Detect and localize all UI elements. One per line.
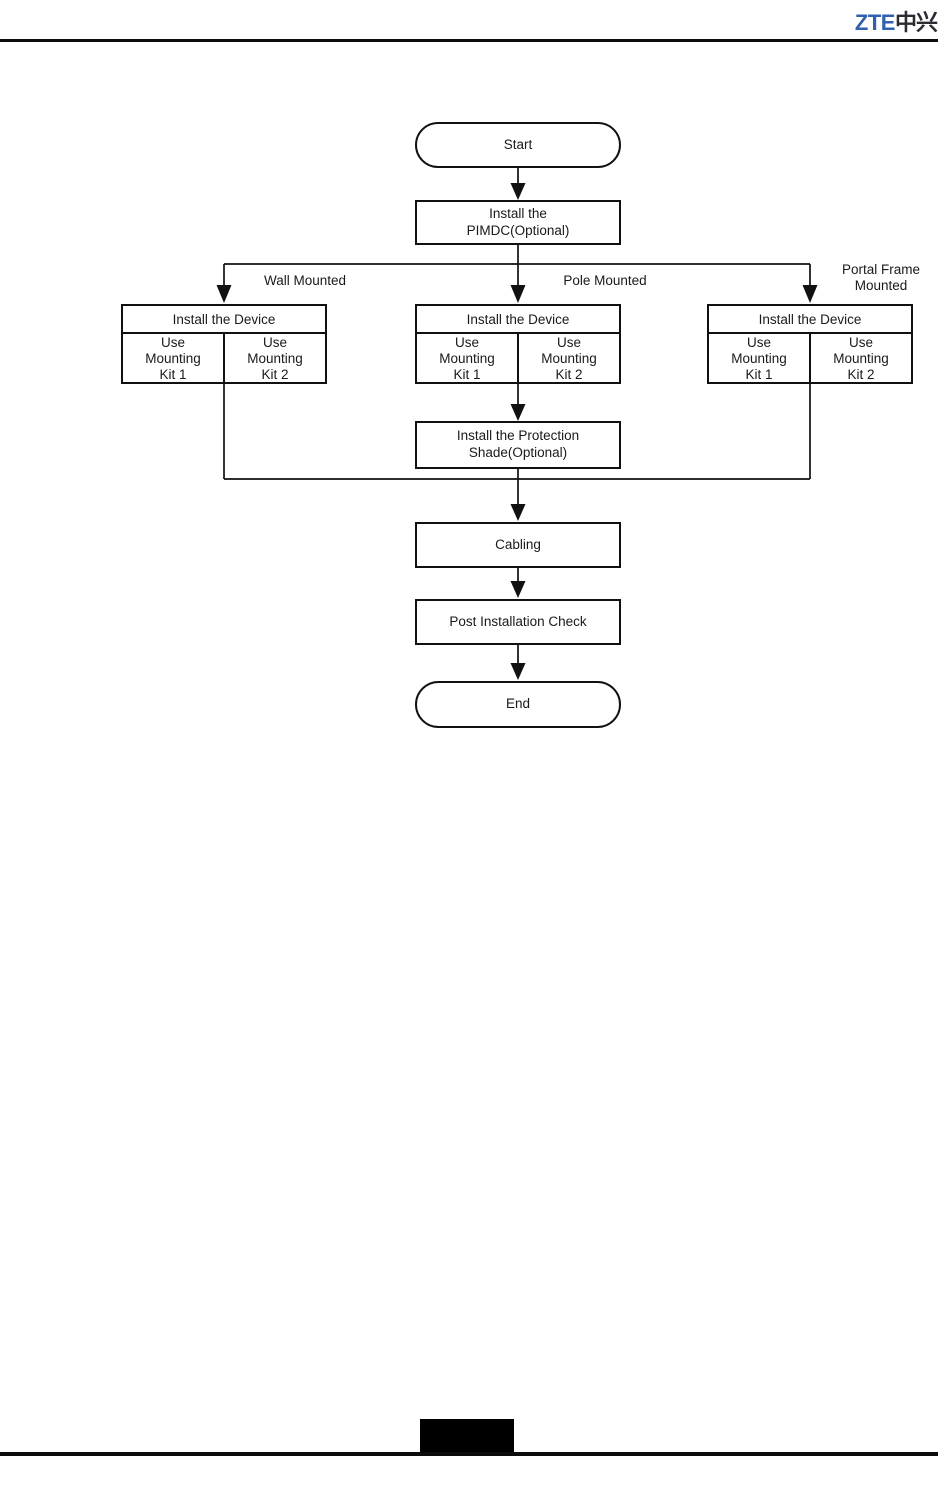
mounting-kit-cells: Use Mounting Kit 1 Use Mounting Kit 2 bbox=[123, 334, 325, 382]
install-device-node-pole: Install the Device Use Mounting Kit 1 Us… bbox=[415, 304, 621, 384]
arrowhead bbox=[510, 504, 526, 521]
install-device-title: Install the Device bbox=[709, 306, 911, 334]
arrowhead bbox=[216, 285, 232, 303]
zte-logo-latin: ZTE bbox=[854, 10, 896, 35]
mounting-kit-1-cell: Use Mounting Kit 1 bbox=[145, 335, 201, 383]
mounting-kit-2-cell: Use Mounting Kit 2 bbox=[223, 334, 325, 382]
mounting-kit-cells: Use Mounting Kit 1 Use Mounting Kit 2 bbox=[709, 334, 911, 382]
arrowhead bbox=[510, 581, 526, 598]
header-divider-line bbox=[0, 39, 938, 42]
arrowhead bbox=[510, 404, 526, 421]
branch-label-portal-frame-mounted: Portal Frame Mounted bbox=[841, 262, 921, 293]
mounting-kit-1-cell: Use Mounting Kit 1 bbox=[439, 335, 495, 383]
mounting-kit-2-cell: Use Mounting Kit 2 bbox=[809, 334, 911, 382]
install-device-title: Install the Device bbox=[417, 306, 619, 334]
end-node: End bbox=[415, 681, 621, 728]
install-device-node-wall: Install the Device Use Mounting Kit 1 Us… bbox=[121, 304, 327, 384]
arrowhead bbox=[510, 285, 526, 303]
install-device-title: Install the Device bbox=[123, 306, 325, 334]
arrowhead bbox=[802, 285, 818, 303]
zte-logo-chinese: 中兴 bbox=[894, 10, 938, 35]
branch-label-pole-mounted: Pole Mounted bbox=[563, 273, 647, 288]
zte-logo: ZTE中兴 bbox=[854, 5, 938, 37]
mounting-kit-2-cell: Use Mounting Kit 2 bbox=[517, 334, 619, 382]
footer-divider-line bbox=[0, 1452, 938, 1456]
branch-label-wall-mounted: Wall Mounted bbox=[263, 273, 347, 288]
mounting-kit-1-cell: Use Mounting Kit 1 bbox=[731, 335, 787, 383]
mounting-kit-cells: Use Mounting Kit 1 Use Mounting Kit 2 bbox=[417, 334, 619, 382]
install-device-node-portal-frame: Install the Device Use Mounting Kit 1 Us… bbox=[707, 304, 913, 384]
install-pimdc-node: Install the PIMDC(Optional) bbox=[415, 200, 621, 245]
arrowhead bbox=[510, 183, 526, 200]
start-node: Start bbox=[415, 122, 621, 168]
post-installation-check-node: Post Installation Check bbox=[415, 599, 621, 645]
footer-redacted-block bbox=[420, 1419, 514, 1453]
arrowhead bbox=[510, 663, 526, 680]
cabling-node: Cabling bbox=[415, 522, 621, 568]
install-protection-shade-node: Install the Protection Shade(Optional) bbox=[415, 421, 621, 469]
